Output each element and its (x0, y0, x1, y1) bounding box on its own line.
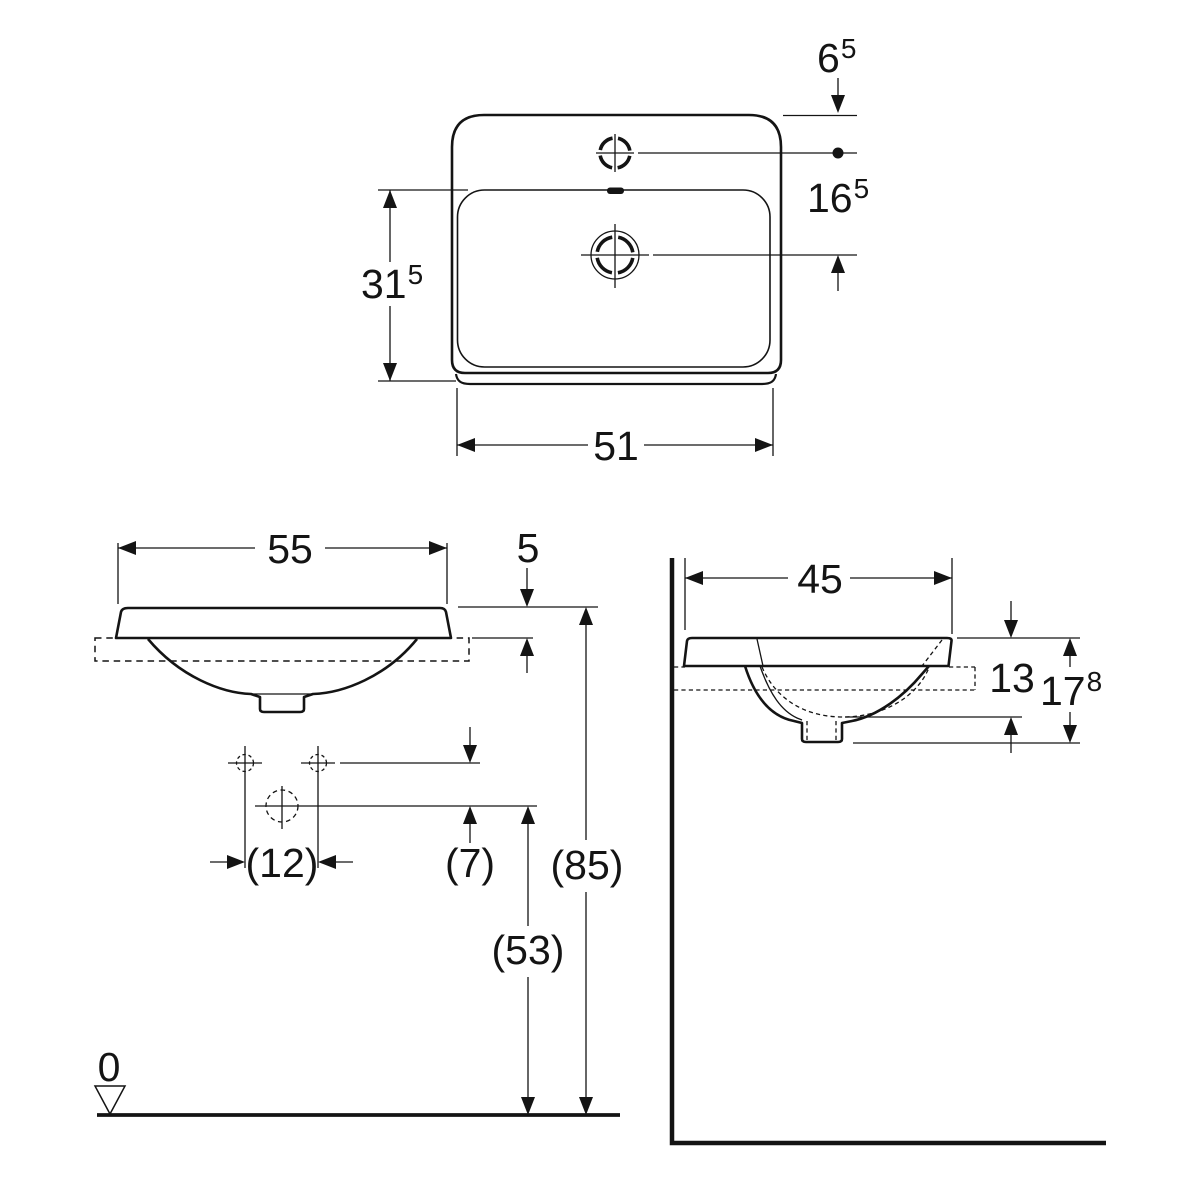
datum-zero-label: 0 (98, 1044, 121, 1090)
dim-total-height-label: 178 (1040, 666, 1102, 714)
dim-hole-offset-label: (7) (445, 840, 495, 886)
dim-tap-offset: 65 (817, 33, 856, 159)
side-bowl-outline (743, 665, 930, 744)
side-bowl-inner-wall (759, 665, 803, 721)
side-rim-outline (682, 636, 953, 668)
dim-trap-height-label: (53) (492, 927, 565, 973)
dim-inner-depth: 13 (989, 601, 1035, 753)
dim-trap-height: (53) (492, 806, 565, 1115)
front-rim-outline (114, 606, 453, 640)
overflow-slot-icon (607, 187, 624, 194)
dim-rim-height-label: (85) (551, 842, 624, 888)
wall-floor-line (669, 558, 1106, 1146)
side-rim-hidden-diagonal (921, 639, 943, 667)
dim-tap-to-drain: 165 (807, 173, 869, 291)
dim-hole-offset: (7) (445, 727, 495, 886)
top-view-plan: 65 165 315 51 (361, 33, 869, 469)
side-rim-cut-line (756, 638, 764, 667)
dim-front-width: 51 (456, 388, 774, 469)
datum-triangle-icon (93, 1085, 127, 1116)
side-bowl-hidden-curve (761, 661, 933, 718)
dim-tap-offset-label: 65 (817, 33, 856, 81)
dim-front-width-label: 51 (593, 423, 639, 469)
dim-total-depth-label: 45 (797, 556, 843, 602)
dim-basin-depth-label: 315 (361, 259, 423, 307)
dim-hole-spacing: (12) (210, 840, 353, 886)
dim-total-width: 55 (117, 526, 448, 604)
dim-dot-terminator (832, 147, 844, 159)
dim-hole-spacing-label: (12) (246, 840, 319, 886)
dim-inner-depth-label: 13 (989, 655, 1035, 701)
dim-basin-depth: 315 (361, 189, 468, 382)
datum-zero-symbol: 0 (93, 1044, 127, 1116)
plan-front-lip-line (454, 373, 778, 386)
dim-rim-above-counter: 5 (458, 525, 598, 673)
dim-total-depth: 45 (684, 556, 953, 634)
dim-total-width-label: 55 (267, 526, 313, 572)
tap-hole-symbol (596, 134, 634, 172)
trap-outlet-symbol (265, 786, 299, 829)
plan-outer-outline (450, 113, 783, 375)
fixing-hole-symbol-right (301, 746, 335, 868)
side-view-section: 45 13 178 (669, 556, 1106, 1146)
front-view-elevation: 55 5 (93, 525, 624, 1117)
dim-tap-to-drain-label: 165 (807, 173, 869, 221)
fixing-hole-symbol-left (228, 746, 262, 868)
dim-rim-height: (85) (551, 607, 624, 1115)
drain-symbol (581, 224, 649, 288)
dim-total-height: 178 (1040, 638, 1102, 743)
dim-rim-above-counter-label: 5 (517, 525, 540, 571)
front-bowl-outline (147, 638, 419, 714)
